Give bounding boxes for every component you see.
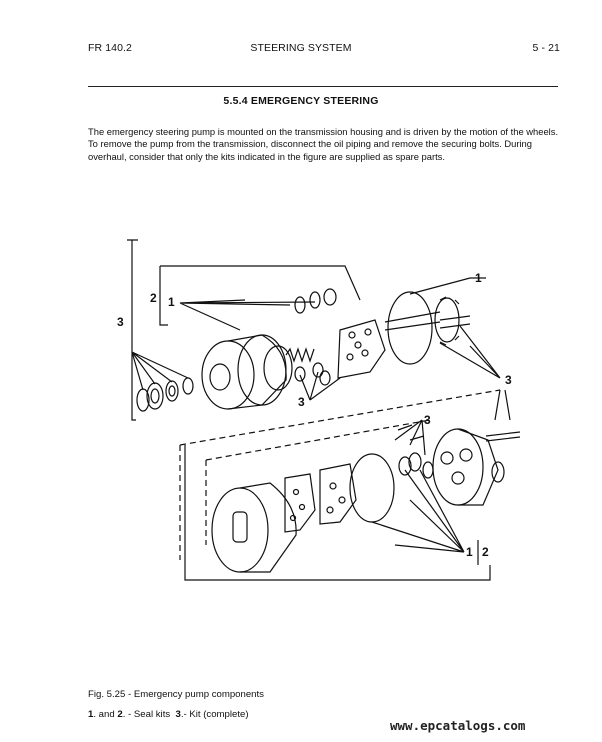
leader-lines-1-top bbox=[179, 299, 316, 331]
callout-2-bottom: 2 bbox=[482, 545, 489, 559]
kit-bracket bbox=[127, 239, 138, 421]
leader-lines-3-left bbox=[131, 351, 189, 391]
leader-line-1-right bbox=[409, 277, 486, 295]
gear-shaft bbox=[384, 296, 471, 346]
o-ring-bottom bbox=[349, 453, 395, 523]
legend-item1-number: 1 bbox=[88, 709, 94, 720]
callout-1-bottom: 1 bbox=[466, 545, 473, 559]
pins bbox=[294, 288, 337, 386]
assembly-dash-upper bbox=[179, 389, 501, 560]
callout-3-mid: 3 bbox=[298, 395, 305, 409]
figure-caption: Fig. 5.25 - Emergency pump components bbox=[88, 689, 264, 700]
legend-item3-text: .- Kit (complete) bbox=[180, 709, 249, 720]
callout-2-top: 2 bbox=[150, 291, 157, 305]
callout-3-right: 3 bbox=[505, 373, 512, 387]
section-title: 5.5.4 EMERGENCY STEERING bbox=[223, 95, 379, 107]
pump-cover bbox=[201, 334, 293, 410]
wear-plate bbox=[319, 463, 357, 525]
intro-paragraph: The emergency steering pump is mounted o… bbox=[88, 126, 560, 163]
leader-lines-3-mid bbox=[299, 371, 341, 401]
pump-body-left bbox=[211, 482, 297, 573]
spring bbox=[285, 347, 315, 363]
leader-lines-3-bottom bbox=[394, 419, 426, 456]
assembly-dash-lower bbox=[205, 419, 431, 545]
leader-lines-3-right bbox=[439, 325, 511, 421]
bolt bbox=[485, 431, 521, 442]
header-divider bbox=[88, 86, 558, 87]
header-model: FR 140.2 bbox=[88, 42, 132, 54]
header-chapter: STEERING SYSTEM bbox=[250, 42, 352, 54]
header-page-number: 5 - 21 bbox=[532, 42, 560, 54]
leader-lines-1-bottom bbox=[371, 469, 465, 553]
intro-text: The emergency steering pump is mounted o… bbox=[88, 126, 559, 162]
seal-rings-left bbox=[136, 377, 194, 412]
legend-item2-number: 2 bbox=[117, 709, 123, 720]
watermark: www.epcatalogs.com bbox=[390, 718, 526, 733]
legend-item3-number: 3 bbox=[175, 709, 181, 720]
figure-legend: 1. and 2. - Seal kits 3.- Kit (complete) bbox=[88, 709, 249, 720]
callout-3-left: 3 bbox=[117, 315, 124, 329]
pump-body-right bbox=[432, 428, 505, 506]
seal-kit-bracket bbox=[159, 265, 361, 326]
gasket-plate bbox=[284, 473, 316, 533]
legend-joiner: . and bbox=[93, 709, 118, 720]
bottom-bracket bbox=[184, 445, 491, 581]
callout-1-top: 1 bbox=[168, 295, 175, 309]
port-plate bbox=[337, 319, 386, 379]
o-ring-top bbox=[387, 291, 433, 365]
legend-item12-text: . - Seal kits bbox=[122, 709, 171, 720]
callout-3-bottom: 3 bbox=[424, 413, 431, 427]
